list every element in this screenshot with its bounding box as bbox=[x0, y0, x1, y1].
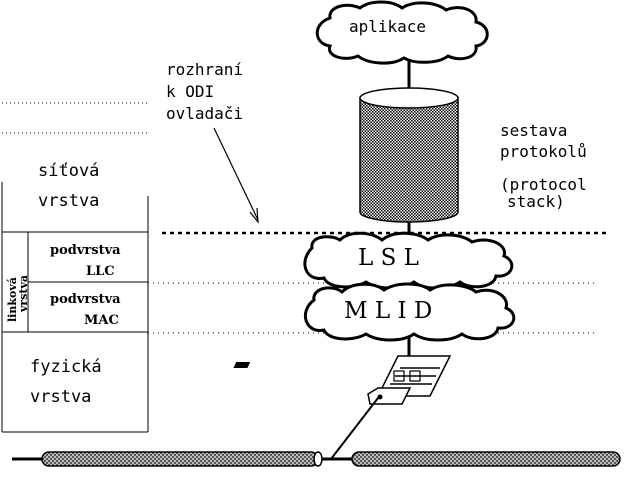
protocol-stack-annotation: sestava protokolů (protocol stack) bbox=[500, 121, 587, 211]
drop-cable bbox=[330, 397, 379, 460]
card-chip-3 bbox=[409, 370, 421, 382]
odi-interface-annotation: rozhraní k ODI ovladači bbox=[166, 60, 259, 224]
network-cable bbox=[12, 451, 621, 467]
network-layer-label: síťová bbox=[38, 161, 99, 181]
protocol-stack-cylinder bbox=[359, 87, 459, 223]
mlid-label: M L I D bbox=[344, 298, 432, 324]
physical-layer-label: fyzická bbox=[30, 357, 102, 377]
odi-label-line1: rozhraní bbox=[166, 60, 243, 79]
cable-segment-left bbox=[41, 451, 319, 467]
card-port bbox=[377, 394, 383, 400]
cylinder-top bbox=[359, 87, 459, 109]
physical-layer-label-2: vrstva bbox=[30, 387, 91, 407]
lsl-cloud: L S L bbox=[303, 231, 514, 290]
stack-label-line1: sestava bbox=[500, 121, 567, 140]
lsl-label: L S L bbox=[358, 245, 419, 271]
network-layer-label-2: vrstva bbox=[38, 191, 99, 211]
application-cloud-shape bbox=[315, 0, 489, 65]
stack-label-line2: protokolů bbox=[500, 142, 587, 161]
mac-sublayer-label: podvrstva bbox=[50, 292, 121, 307]
link-layer-label: linková bbox=[6, 277, 19, 322]
application-cloud: aplikace bbox=[315, 0, 489, 65]
odi-label-line3: ovladači bbox=[166, 104, 243, 123]
cable-segment-left-end bbox=[313, 451, 323, 467]
odi-pointer-arrow bbox=[213, 127, 259, 221]
odi-label-line2: k ODI bbox=[166, 82, 214, 101]
link-layer-label-2: vrstva bbox=[17, 275, 30, 313]
cylinder-body bbox=[359, 97, 459, 223]
mlid-cloud-shape bbox=[303, 282, 516, 342]
llc-sublayer-label: podvrstva bbox=[50, 243, 121, 258]
application-label: aplikace bbox=[349, 17, 426, 36]
odi-pointer-arrowhead bbox=[249, 207, 259, 224]
card-chip-1 bbox=[233, 362, 251, 368]
stack-label-line4: stack) bbox=[507, 192, 565, 211]
stack-label-line3: (protocol bbox=[500, 175, 587, 194]
llc-sublayer-label-2: LLC bbox=[86, 264, 115, 279]
mac-sublayer-label-2: MAC bbox=[84, 313, 119, 328]
cable-segment-right bbox=[351, 451, 621, 467]
mlid-cloud: M L I D bbox=[303, 282, 516, 342]
layer-table: síťová vrstva linková vrstva podvrstva L… bbox=[1, 102, 149, 433]
card-bracket bbox=[367, 387, 412, 405]
network-card bbox=[233, 355, 452, 405]
card-chip-2 bbox=[393, 370, 405, 382]
